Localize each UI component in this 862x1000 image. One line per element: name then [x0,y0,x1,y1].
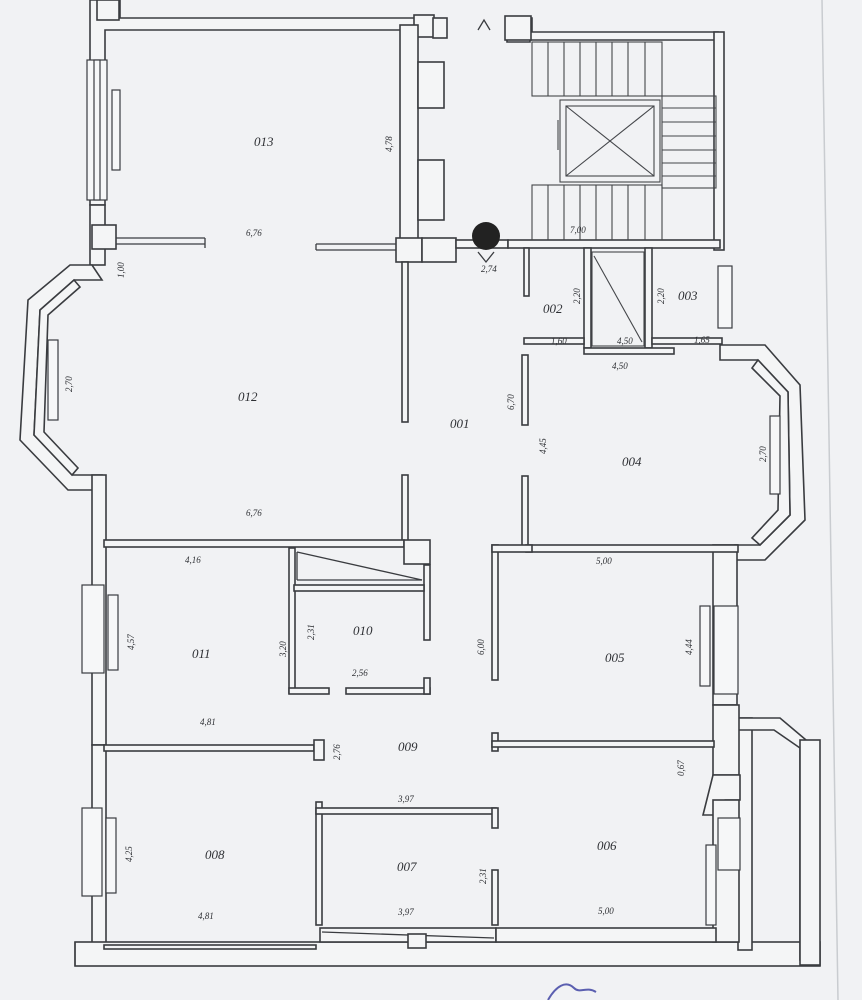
dim-011-height: 4,57 [126,634,136,650]
staircase [531,41,717,241]
lift-shaft [591,251,645,347]
dim-009-height: 2,76 [332,744,342,760]
dim-011-bottom: 4,81 [200,717,216,727]
room-010-label: 010 [353,623,373,638]
interior-walls [91,24,739,950]
room-008-label: 008 [205,847,225,862]
dim-0-67: 0,67 [676,760,686,776]
dim-013-height: 4,78 [384,136,394,152]
dim-012-width: 6,76 [246,508,262,518]
dim-005-width: 5,00 [596,556,612,566]
dim-6-70: 6,70 [506,394,516,410]
dim-2-74: 2,74 [481,264,497,274]
dim-6-00: 6,00 [476,639,486,655]
room-005-label: 005 [605,650,625,665]
dim-008-height: 4,25 [124,846,134,862]
sheet-edge [821,0,839,1000]
door-arc-top [477,18,491,31]
dim-005-height: 4,44 [684,639,694,655]
dim-2-31-a: 2,31 [306,624,316,640]
windows [47,59,781,926]
dim-010-width: 2,56 [352,668,368,678]
room-009-label: 009 [398,739,418,754]
dim-002-width: 1,60 [551,336,567,346]
room-004-label: 004 [622,454,642,469]
room-006-label: 006 [597,838,617,853]
room-003-label: 003 [678,288,698,303]
dim-011-top: 4,16 [185,555,201,565]
dim-006-width: 5,00 [598,906,614,916]
dim-004-height: 2,70 [758,446,768,462]
room-001-label: 001 [450,416,470,431]
room-007-label: 007 [397,859,417,874]
dim-013-width: 6,76 [246,228,262,238]
room-013-label: 013 [254,134,274,149]
dim-012-height: 2,70 [64,376,74,392]
dim-lift-height: 2,20 [656,288,666,304]
dim-007-height: 2,31 [478,868,488,884]
dim-1-00: 1,00 [116,262,126,278]
dim-007-bottom: 3,97 [397,907,414,917]
dim-7-00: 7,00 [570,225,586,235]
dim-4-45: 4,45 [538,438,548,454]
room-011-label: 011 [192,646,211,661]
room-002-label: 002 [543,301,563,316]
dimension-labels: 6,76 4,78 1,00 2,70 6,76 2,74 7,00 2,20 … [64,136,768,921]
dim-007-top: 3,97 [397,794,414,804]
dim-3-20: 3,20 [278,641,288,658]
dim-008-width: 4,81 [198,911,214,921]
dim-1-65: 1,65 [694,335,710,345]
dim-002-height: 2,20 [572,288,582,304]
dim-4-50: 4,50 [612,361,628,371]
signature-mark [547,983,597,1000]
dim-lift-width: 4,50 [617,336,633,346]
entrance-marker [472,222,500,264]
room-labels: 013 012 001 002 003 004 010 011 005 009 … [192,134,698,874]
room-012-label: 012 [238,389,258,404]
